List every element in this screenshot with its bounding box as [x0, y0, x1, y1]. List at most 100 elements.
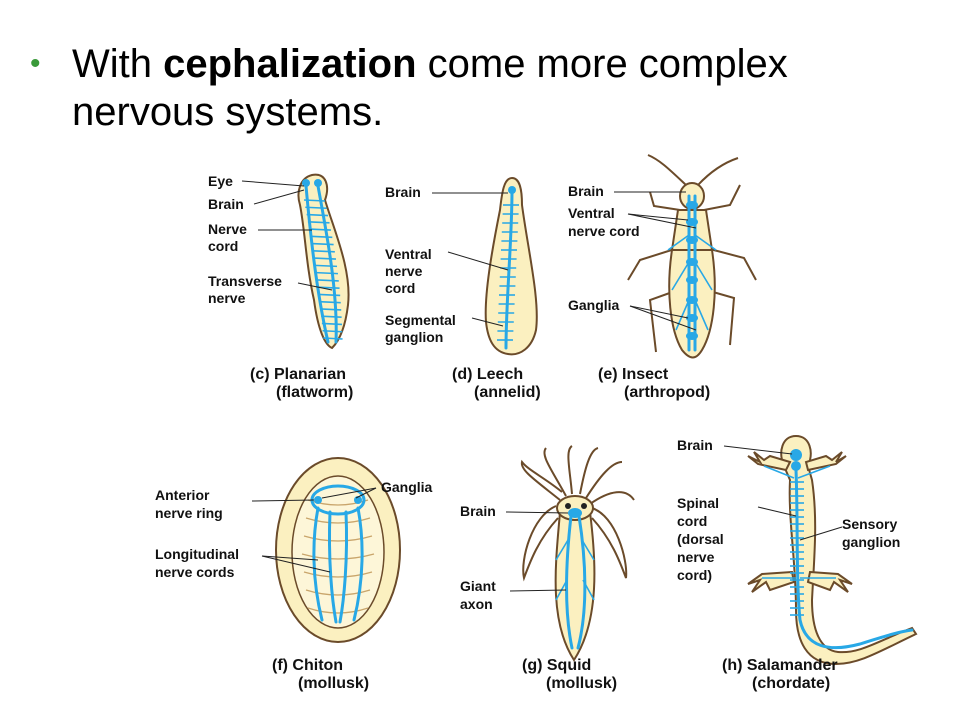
transverse-nerve — [323, 337, 343, 340]
transverse-nerve — [313, 257, 337, 260]
label-ventral-2: nerve — [385, 263, 423, 279]
salamander-nerves — [762, 449, 914, 650]
label-brain-squid: Brain — [460, 503, 496, 519]
title-pre: With — [72, 42, 164, 86]
ganglion — [686, 218, 698, 226]
label-eye: Eye — [208, 173, 233, 189]
transverse-nerve — [310, 235, 333, 239]
label-giant-1: Giant — [460, 578, 496, 594]
panel-leech: Brain Ventral nerve cord Segmental gangl… — [385, 176, 541, 401]
transverse-nerve — [314, 264, 338, 268]
title-text: With cephalization come more complex ner… — [72, 40, 930, 136]
caption-insect-2: (arthropod) — [624, 384, 710, 401]
transverse-nerve — [307, 220, 330, 224]
caption-squid-1: (g) Squid — [522, 657, 591, 674]
leech-segmental-ganglia — [497, 204, 519, 341]
label-brain-planarian: Brain — [208, 196, 244, 212]
label-spinal-5: cord) — [677, 567, 712, 583]
caption-salamander-1: (h) Salamander — [722, 657, 838, 674]
panel-salamander: Brain Spinal cord (dorsal nerve cord) Se… — [677, 434, 918, 692]
caption-leech-2: (annelid) — [474, 384, 541, 401]
label-ganglia-insect: Ganglia — [568, 297, 620, 313]
label-segmental-1: Segmental — [385, 312, 456, 328]
transverse-nerve — [317, 286, 340, 289]
ganglion — [686, 314, 698, 322]
caption-salamander-2: (chordate) — [752, 675, 830, 692]
squid-nerves — [555, 508, 595, 650]
label-transverse-1: Transverse — [208, 273, 282, 289]
transverse-nerve — [321, 322, 343, 326]
label-brain-insect: Brain — [568, 183, 604, 199]
shell-plate — [305, 589, 371, 596]
caption-planarian-2: (flatworm) — [276, 384, 353, 401]
transverse-nerve — [320, 308, 342, 311]
transverse-nerve — [315, 271, 338, 275]
planarian-nerves — [302, 179, 343, 344]
squid-mantle — [554, 511, 596, 662]
label-spinal-2: cord — [677, 513, 707, 529]
title-bold: cephalization — [163, 42, 417, 86]
panel-squid: Brain Giant axon (g) Squid (mollusk) — [460, 445, 635, 692]
transverse-nerve — [303, 199, 326, 202]
panel-chiton: Anterior nerve ring Longitudinal nerve c… — [155, 457, 433, 692]
label-sensory-1: Sensory — [842, 516, 897, 532]
label-nerve-cord-1: Nerve — [208, 221, 247, 237]
transverse-nerve — [309, 228, 331, 231]
label-ventral-insect-2: nerve cord — [568, 223, 640, 239]
label-nerve-cord-2: cord — [208, 238, 238, 254]
label-anterior-1: Anterior — [155, 487, 210, 503]
squid-tentacles — [520, 445, 635, 582]
ganglion — [686, 332, 698, 340]
transverse-nerve — [319, 300, 341, 304]
transverse-nerve — [316, 279, 339, 282]
label-ventral-1: Ventral — [385, 246, 432, 262]
insect-nerves — [667, 194, 717, 352]
shell-plate — [301, 553, 375, 560]
ganglion — [686, 276, 698, 284]
label-longitudinal-2: nerve cords — [155, 564, 235, 580]
leech-body — [484, 176, 538, 356]
label-giant-2: axon — [460, 596, 493, 612]
caption-chiton-1: (f) Chiton — [272, 657, 343, 674]
ganglion — [686, 258, 698, 266]
title-post: come more complex nervous systems. — [72, 42, 788, 134]
shell-plate — [303, 535, 373, 542]
salamander-body — [780, 434, 918, 666]
label-transverse-2: nerve — [208, 290, 246, 306]
transverse-nerve — [322, 329, 343, 333]
slide-title: • With cephalization come more complex n… — [30, 40, 930, 136]
caption-planarian-1: (c) Planarian — [250, 366, 346, 383]
caption-insect-1: (e) Insect — [598, 366, 669, 383]
label-segmental-2: ganglion — [385, 329, 443, 345]
label-sensory-2: ganglion — [842, 534, 900, 550]
label-spinal-4: nerve — [677, 549, 715, 565]
label-ventral-insect-1: Ventral — [568, 205, 615, 221]
caption-leech-1: (d) Leech — [452, 366, 523, 383]
planarian-transverse-nerves — [303, 199, 343, 340]
transverse-nerve — [305, 206, 327, 210]
transverse-nerve — [321, 315, 342, 319]
chiton-foot — [291, 475, 385, 629]
bullet-marker: • — [30, 47, 41, 80]
transverse-nerve — [306, 213, 329, 217]
caption-chiton-2: (mollusk) — [298, 675, 369, 692]
shell-plate — [303, 571, 373, 578]
shell-plate — [305, 517, 371, 524]
label-ventral-3: cord — [385, 280, 415, 296]
panel-insect: Brain Ventral nerve cord Ganglia (e) Ins… — [568, 154, 757, 401]
label-brain-leech: Brain — [385, 184, 421, 200]
label-spinal-1: Spinal — [677, 495, 719, 511]
ganglion — [686, 201, 698, 209]
label-longitudinal-1: Longitudinal — [155, 546, 239, 562]
ganglion — [686, 236, 698, 244]
label-brain-salamander: Brain — [677, 437, 713, 453]
panel-planarian: Eye Brain Nerve cord Transverse nerve (c… — [208, 173, 353, 401]
label-ganglia-chiton: Ganglia — [381, 479, 433, 495]
label-spinal-3: (dorsal — [677, 531, 724, 547]
transverse-nerve — [311, 242, 334, 246]
label-anterior-2: nerve ring — [155, 505, 223, 521]
shell-plate — [307, 607, 369, 614]
transverse-nerve — [312, 250, 335, 253]
caption-squid-2: (mollusk) — [546, 675, 617, 692]
